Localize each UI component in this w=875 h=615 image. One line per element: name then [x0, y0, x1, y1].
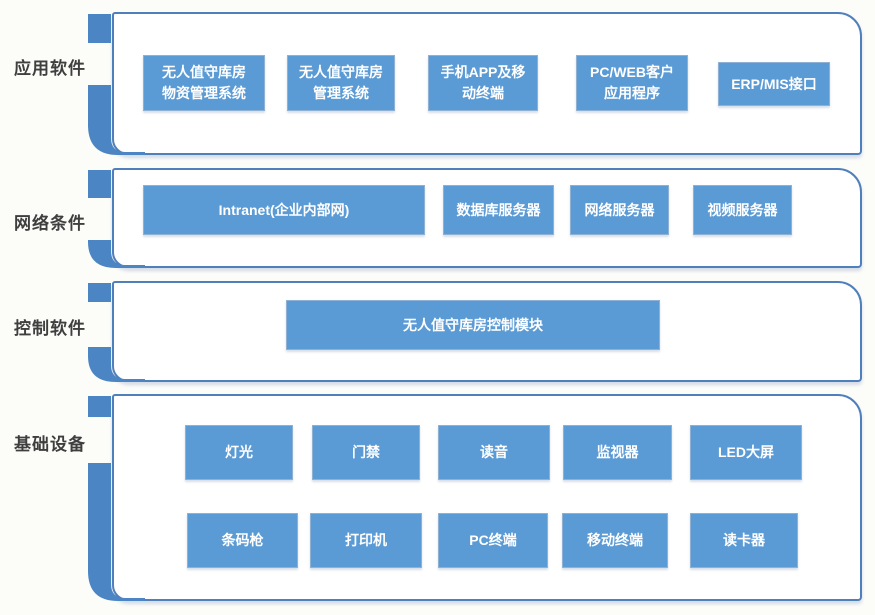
- node-box: PC/WEB客户 应用程序: [576, 55, 688, 111]
- node-box: 监视器: [563, 425, 672, 480]
- node-label: 数据库服务器: [456, 201, 541, 218]
- node-label: 应用程序: [604, 85, 660, 101]
- layer-band-network: 网络条件 Intranet(企业内部网) 数据库服务器 网络服务器 视频服务器: [0, 168, 875, 268]
- layer-label: 网络条件: [14, 214, 86, 233]
- node-box: 无人值守库房 管理系统: [287, 55, 395, 111]
- node-label: PC终端: [469, 532, 517, 548]
- node-box: 移动终端: [562, 513, 668, 568]
- node-label: ERP/MIS接口: [731, 75, 817, 92]
- node-box: Intranet(企业内部网): [143, 185, 425, 235]
- node-label: 物资管理系统: [162, 85, 246, 101]
- node-box: 读音: [438, 425, 550, 480]
- node-label: 视频服务器: [707, 201, 778, 218]
- node-label: 门禁: [352, 444, 380, 460]
- layer-label: 控制软件: [14, 319, 86, 338]
- node-label: 无人值守库房: [299, 64, 383, 80]
- node-box: 打印机: [310, 513, 422, 568]
- node-label: 条码枪: [221, 532, 264, 548]
- node-box: 数据库服务器: [443, 185, 554, 235]
- node-label: 移动终端: [587, 532, 643, 548]
- node-box: LED大屏: [690, 425, 802, 480]
- node-label: 网络服务器: [584, 201, 655, 218]
- layer-bracket-icon: [88, 14, 145, 155]
- node-label: 打印机: [345, 532, 387, 548]
- node-box: 读卡器: [690, 513, 798, 568]
- node-box: ERP/MIS接口: [718, 62, 830, 106]
- node-box: 无人值守库房控制模块: [286, 300, 660, 350]
- node-box: 门禁: [312, 425, 420, 480]
- node-box: PC终端: [438, 513, 548, 568]
- layer-bracket-icon: [88, 170, 145, 268]
- layer-label: 应用软件: [14, 59, 86, 78]
- layer-bracket-icon: [88, 396, 145, 601]
- node-box: 网络服务器: [570, 185, 669, 235]
- node-box: 视频服务器: [693, 185, 792, 235]
- node-label: 动终端: [462, 85, 504, 101]
- node-label: 管理系统: [313, 85, 369, 101]
- node-box: 手机APP及移 动终端: [428, 55, 538, 111]
- node-box: 无人值守库房 物资管理系统: [143, 55, 265, 111]
- node-label: 无人值守库房: [162, 64, 246, 80]
- node-label: LED大屏: [718, 444, 774, 460]
- node-label: 读卡器: [723, 532, 765, 548]
- node-box: 灯光: [185, 425, 293, 480]
- layer-label: 基础设备: [14, 435, 86, 454]
- node-box: 条码枪: [187, 513, 298, 568]
- layer-band-application-software: 应用软件 无人值守库房 物资管理系统 无人值守库房 管理系统 手机APP及移 动…: [0, 12, 875, 155]
- node-label: 读音: [480, 444, 508, 460]
- node-label: 无人值守库房控制模块: [403, 316, 543, 333]
- layer-band-control-software: 控制软件 无人值守库房控制模块: [0, 281, 875, 382]
- node-label: 灯光: [225, 444, 253, 460]
- node-label: Intranet(企业内部网): [218, 201, 350, 218]
- node-label: 手机APP及移: [440, 64, 526, 80]
- node-label: 监视器: [596, 444, 639, 460]
- node-label: PC/WEB客户: [590, 64, 674, 80]
- layer-bracket-icon: [88, 283, 145, 382]
- layer-band-basic-equipment: 基础设备 灯光 门禁 读音 监视器 LED大屏 条码枪 打印机 PC终端 移动终…: [0, 394, 875, 601]
